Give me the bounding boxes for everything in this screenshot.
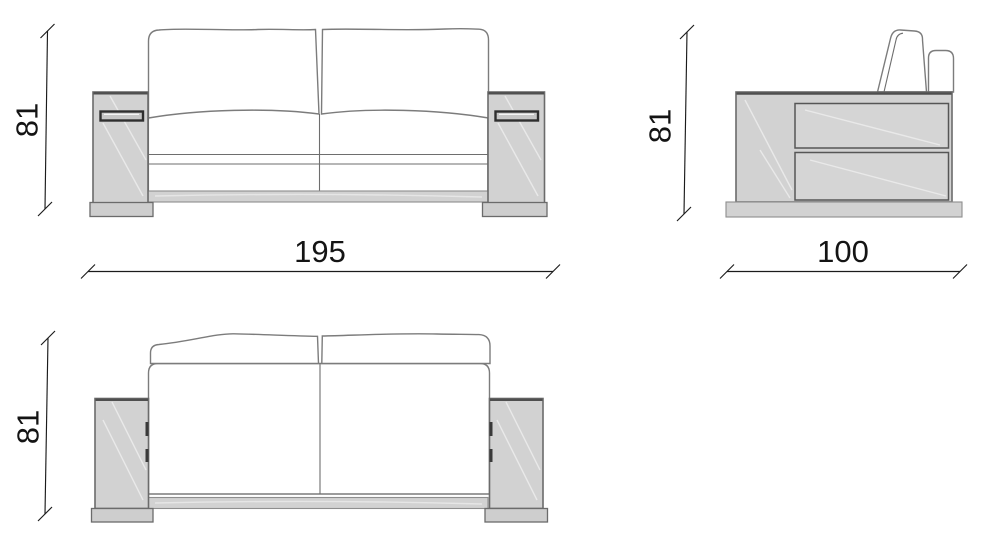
- back-cushion-right: [320, 28, 490, 119]
- front-seat-frame: [147, 114, 489, 203]
- side-height-dimension: 81: [643, 24, 695, 222]
- side-height-label: 81: [643, 109, 678, 143]
- foot-left: [90, 507, 154, 523]
- front-width-dimension: 195: [80, 234, 561, 279]
- foot-right: [484, 507, 549, 523]
- front-height-label: 81: [10, 103, 45, 137]
- back-feet: [90, 507, 549, 523]
- back-cushion-top-left: [149, 333, 320, 365]
- back-cushion-left: [147, 28, 320, 119]
- back-height-label: 81: [11, 410, 46, 444]
- foot-left: [89, 201, 154, 218]
- back-cushion-tops: [149, 333, 491, 365]
- side-backrest: [927, 49, 955, 93]
- front-view-drawing: 81 195: [10, 23, 561, 279]
- front-armrest-right: [487, 91, 546, 205]
- side-depth-label: 100: [817, 234, 869, 269]
- side-base-plinth: [725, 201, 963, 218]
- back-armrest-left: [94, 397, 150, 510]
- side-back-cushion: [876, 29, 928, 93]
- armrest-slot-right: [494, 110, 540, 122]
- front-width-label: 195: [294, 234, 346, 269]
- back-cushion-top-right: [321, 333, 491, 365]
- side-drawer-top: [794, 102, 950, 149]
- back-armrest-right: [488, 397, 544, 510]
- side-depth-dimension: 100: [719, 234, 968, 279]
- back-height-dimension: 81: [11, 330, 56, 522]
- front-armrest-left: [92, 91, 149, 205]
- back-panel: [147, 362, 491, 495]
- side-view-drawing: 81 100: [643, 24, 968, 279]
- front-back-cushions: [147, 28, 490, 119]
- armrest-slot-left: [99, 110, 145, 122]
- back-view-drawing: 81: [11, 330, 549, 523]
- side-drawers: [794, 102, 950, 201]
- front-feet: [89, 201, 548, 218]
- foot-right: [481, 201, 548, 218]
- front-height-dimension: 81: [10, 23, 55, 217]
